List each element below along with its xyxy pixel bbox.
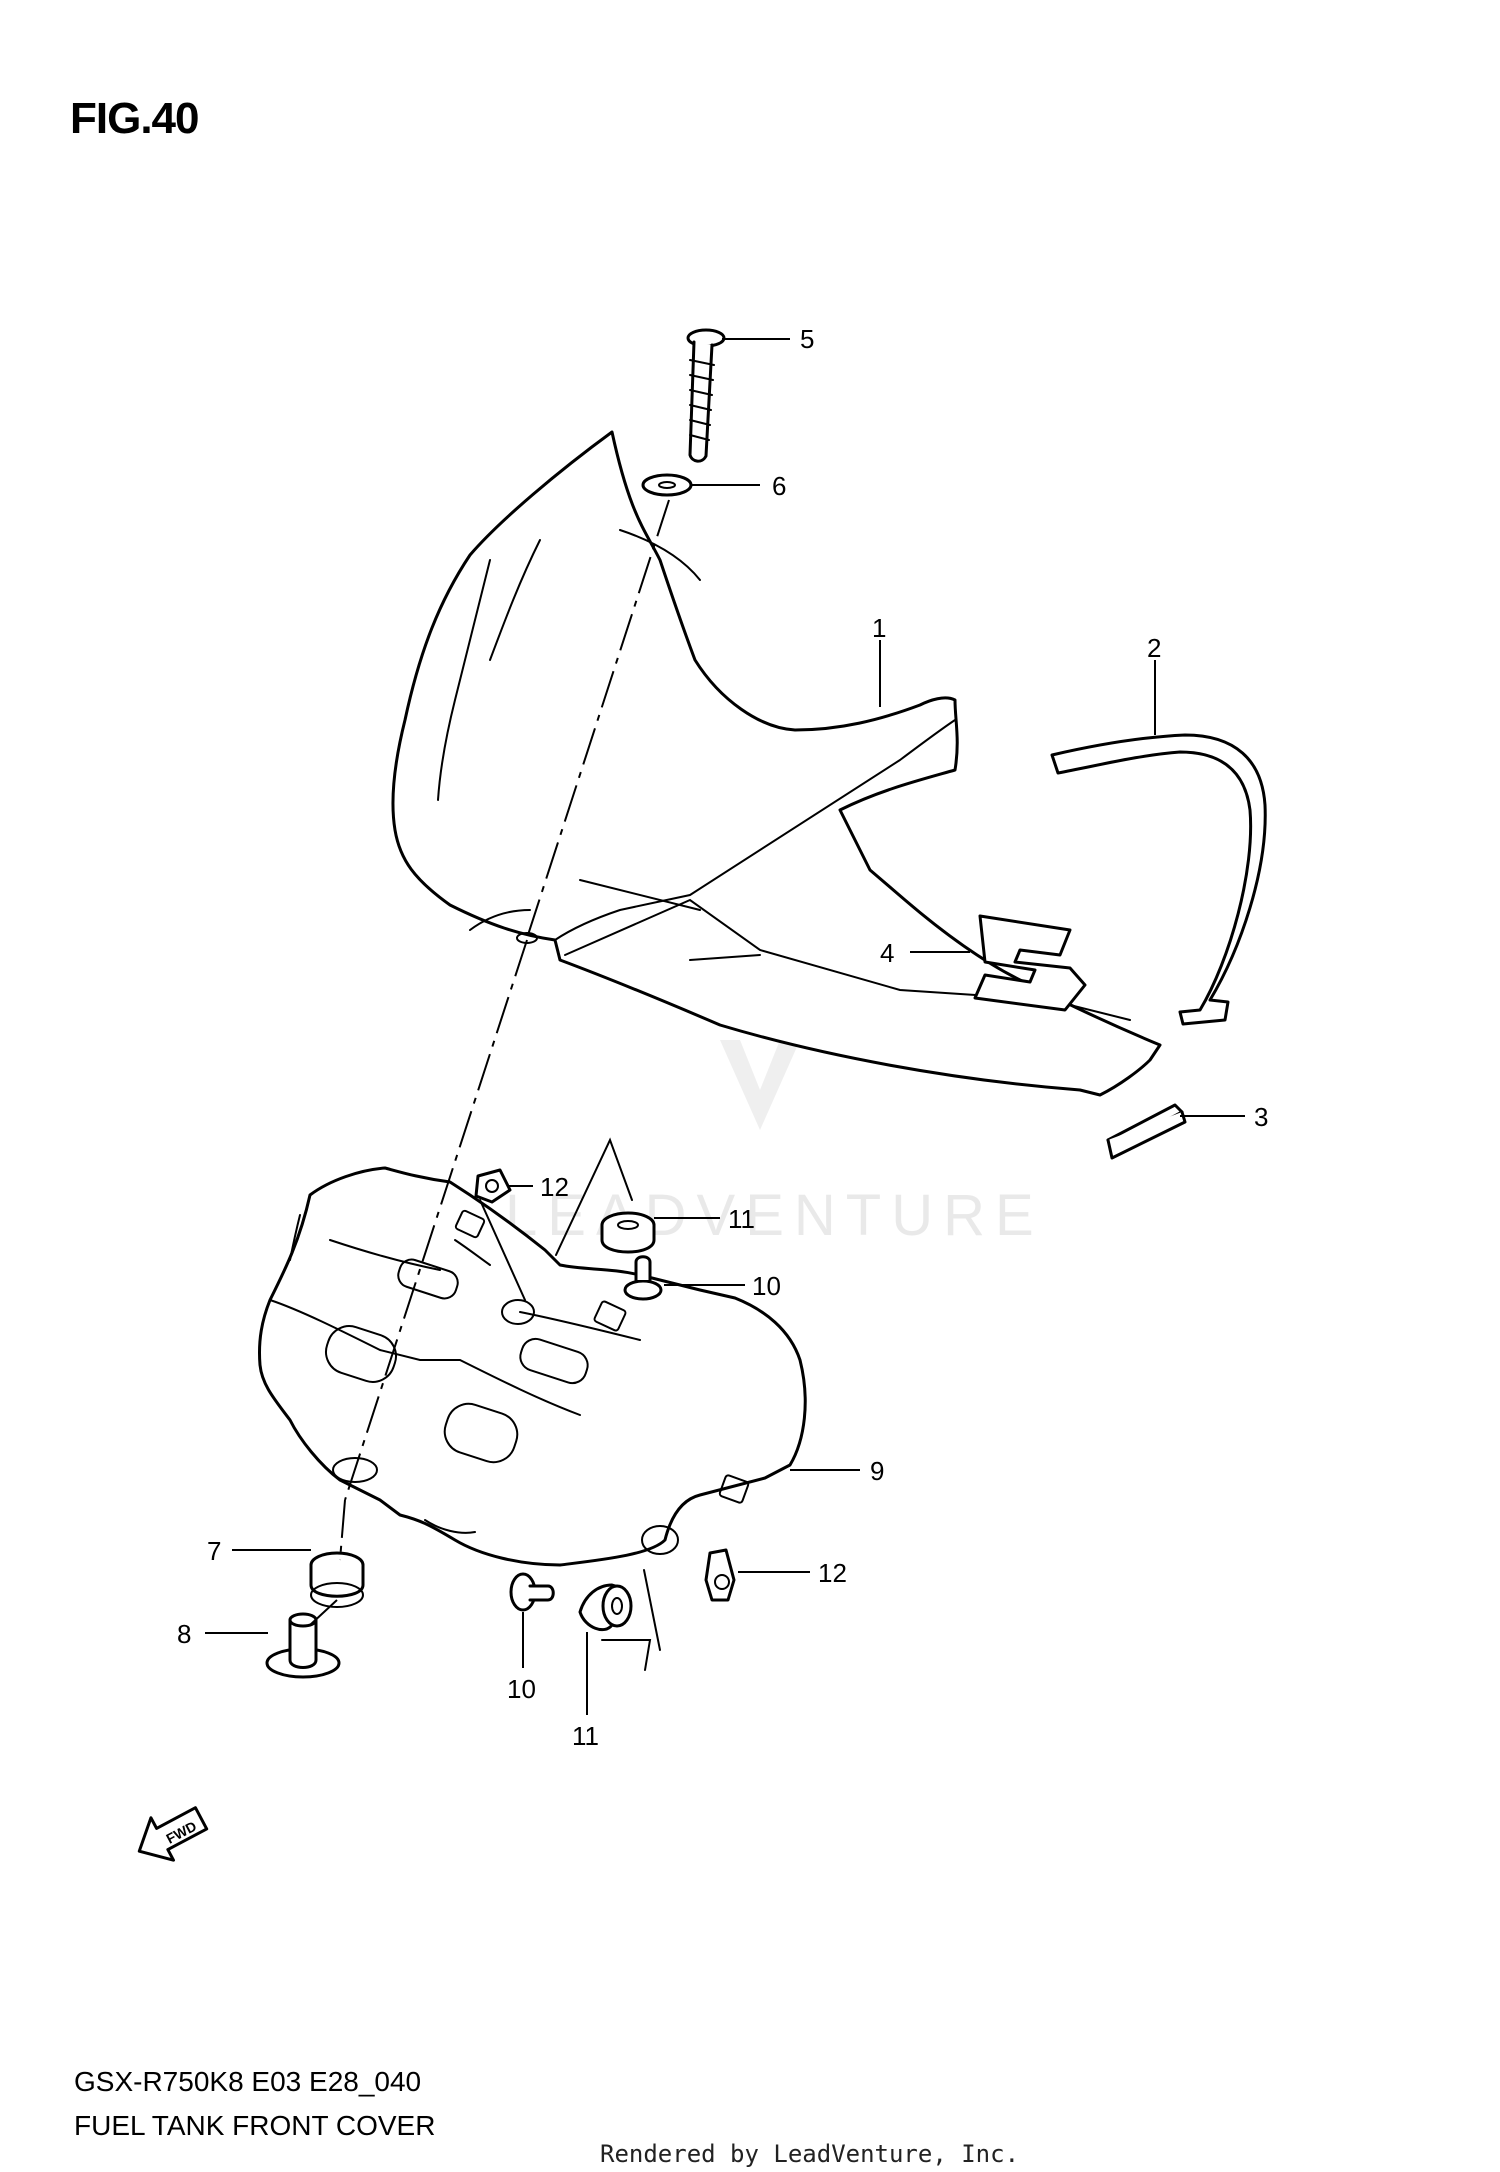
part-1-fuel-tank-front-cover[interactable] xyxy=(391,430,1162,1097)
part-10-bolt-lower[interactable] xyxy=(509,1572,555,1612)
render-credit: Rendered by LeadVenture, Inc. xyxy=(600,2140,1020,2168)
part-5-screw[interactable] xyxy=(686,328,726,463)
callout-5: 5 xyxy=(800,324,814,354)
callout-8: 8 xyxy=(177,1619,191,1649)
callout-9: 9 xyxy=(870,1456,884,1486)
part-7-grommet[interactable] xyxy=(309,1551,365,1608)
watermark-text: LEADVENTURE xyxy=(505,1183,1044,1248)
part-8-collar[interactable] xyxy=(265,1612,341,1679)
callout-12-upper: 12 xyxy=(540,1172,569,1202)
callout-10-lower: 10 xyxy=(507,1674,536,1704)
part-12-clip-upper[interactable] xyxy=(474,1168,512,1204)
part-2-side-trim[interactable] xyxy=(1050,733,1267,1026)
callout-numbers: 5 6 1 2 4 3 12 11 10 9 7 8 12 10 11 xyxy=(177,324,1268,1751)
part-12-clip-lower[interactable] xyxy=(704,1548,736,1602)
part-6-washer[interactable] xyxy=(641,473,693,497)
part-4-emblem[interactable] xyxy=(973,914,1087,1012)
model-code: GSX-R750K8 E03 E28_040 xyxy=(74,2066,422,2097)
callout-11-upper: 11 xyxy=(728,1204,755,1234)
callout-7: 7 xyxy=(207,1536,221,1566)
callout-6: 6 xyxy=(772,471,786,501)
figure-title: FIG.40 xyxy=(70,94,199,143)
callout-12-lower: 12 xyxy=(818,1558,847,1588)
part-11-cushion-upper[interactable] xyxy=(600,1211,656,1254)
callout-10-upper: 10 xyxy=(752,1271,781,1301)
callout-3: 3 xyxy=(1254,1102,1268,1132)
assembly-name: FUEL TANK FRONT COVER xyxy=(74,2110,436,2141)
callout-1: 1 xyxy=(872,613,886,643)
leader-lines xyxy=(205,338,1245,1715)
callout-4: 4 xyxy=(880,938,894,968)
part-3-strip[interactable] xyxy=(1106,1103,1187,1160)
callout-2: 2 xyxy=(1147,633,1161,663)
callout-11-lower: 11 xyxy=(572,1721,599,1751)
part-10-bolt-upper[interactable] xyxy=(623,1255,663,1301)
part-11-cushion-lower[interactable] xyxy=(578,1583,633,1631)
part-9-bracket[interactable] xyxy=(258,1166,807,1567)
forward-direction-arrow: FWD xyxy=(137,1806,209,1862)
assembly-lines xyxy=(309,499,670,1671)
